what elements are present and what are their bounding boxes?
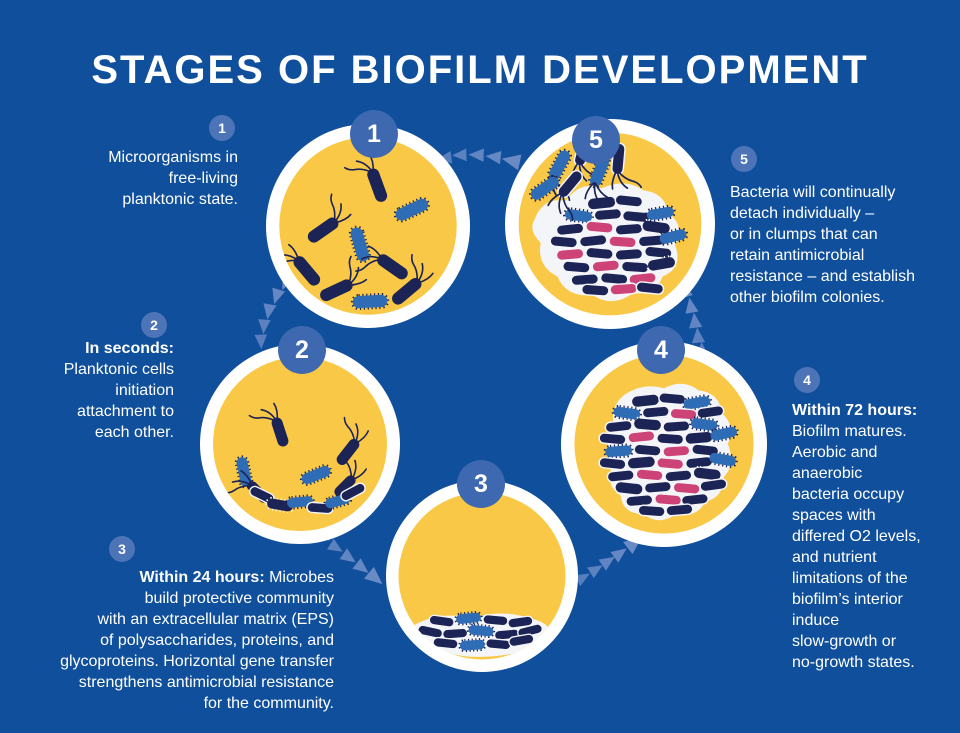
stage-1-circle-planktonic-bacteria: [266, 124, 470, 328]
stage-1-body: Microorganisms in free-living planktonic…: [108, 149, 238, 208]
stage-4-body: Biofilm matures. Aerobic and anaerobic b…: [792, 423, 921, 671]
stage-4-description: Within 72 hours: Biofilm matures. Aerobi…: [792, 400, 960, 673]
stage-5-body: Bacteria will continually detach individ…: [730, 184, 915, 306]
stage-2-lead: In seconds:: [85, 340, 174, 357]
stage-2-number-badge: 2: [278, 326, 326, 374]
stage-2-step-badge: 2: [141, 312, 167, 338]
stage-3-circle-microcolony-layer: [386, 480, 578, 672]
stage-4-number-badge: 4: [637, 326, 685, 374]
stage-5-number: 5: [589, 125, 603, 154]
stage-3-description: Within 24 hours: Microbes build protecti…: [0, 567, 334, 714]
stage-5-description: Bacteria will continually detach individ…: [730, 182, 960, 308]
stage-3-body: Microbes build protective community with…: [60, 569, 334, 712]
stage-3-number-badge: 3: [457, 460, 505, 508]
stage-2-number: 2: [295, 335, 309, 364]
stage-5-number-badge: 5: [572, 116, 620, 164]
stage-2-description: In seconds: Planktonic cells initiation …: [24, 338, 174, 443]
stage-1-description: Microorganisms in free-living planktonic…: [20, 147, 238, 210]
stage-3-number: 3: [474, 469, 488, 498]
stage-1-step-badge: 1: [209, 115, 235, 141]
stage-5-circle-dispersing-biofilm: [505, 119, 715, 329]
stage-1-number-badge: 1: [350, 110, 398, 158]
stage-4-number: 4: [654, 335, 668, 364]
stage-2-body: Planktonic cells initiation attachment t…: [63, 361, 174, 441]
stage-3-lead: Within 24 hours:: [139, 569, 265, 586]
stage-4-step-badge: 4: [794, 367, 820, 393]
page-title: STAGES OF BIOFILM DEVELOPMENT: [91, 48, 869, 92]
stage-1-number: 1: [367, 119, 381, 148]
stage-4-circle-mature-biofilm: [561, 341, 767, 547]
stage-2-circle-attaching-bacteria: [200, 344, 400, 544]
stage-5-step-badge: 5: [731, 146, 757, 172]
arrow-trail-5-to-1: [437, 148, 522, 171]
stage-4-lead: Within 72 hours:: [792, 402, 918, 419]
stage-3-step-badge: 3: [109, 536, 135, 562]
